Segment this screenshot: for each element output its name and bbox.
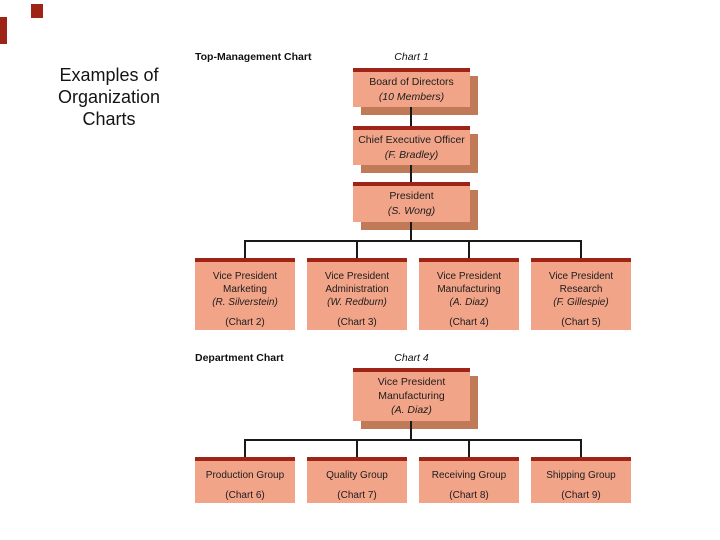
- org-box-chart-ref: (Chart 4): [449, 317, 489, 328]
- org-box-role: Vice President: [548, 271, 614, 282]
- org-box-production-group: Production Group (Chart 6): [195, 457, 295, 503]
- org-box-role: Vice President: [324, 271, 390, 282]
- org-box-title: Chief Executive Officer: [358, 134, 465, 146]
- org-box-subtitle: (S. Wong): [387, 205, 436, 217]
- org-box-president: President (S. Wong): [353, 182, 470, 222]
- slide-title-line: Examples of: [59, 65, 159, 85]
- org-box-chart-ref: (Chart 7): [337, 490, 377, 501]
- left-edge-accent-bar: [0, 17, 7, 44]
- org-box-chart-ref: (Chart 2): [225, 317, 265, 328]
- org-box-dept: Manufacturing: [437, 284, 501, 295]
- org-box-receiving-group: Receiving Group (Chart 8): [419, 457, 519, 503]
- connector-stub-vp3: [468, 240, 470, 258]
- connector-stub-group1: [244, 439, 246, 457]
- org-box-chart-ref: (Chart 8): [449, 490, 489, 501]
- connector-bus-top-chart: [244, 240, 582, 242]
- org-box-dept: Research: [559, 284, 603, 295]
- org-box-chart-ref: (Chart 9): [561, 490, 601, 501]
- connector-stub-group3: [468, 439, 470, 457]
- top-left-accent-square: [31, 4, 43, 18]
- connector-stub-vp1: [244, 240, 246, 258]
- org-box-title: President: [389, 190, 434, 202]
- connector-ceo-president: [410, 165, 412, 182]
- org-box-vp-manufacturing: Vice President Manufacturing (A. Diaz) (…: [419, 258, 519, 330]
- connector-stub-vp2: [356, 240, 358, 258]
- org-box-vp-marketing: Vice President Marketing (R. Silverstein…: [195, 258, 295, 330]
- org-box-quality-group: Quality Group (Chart 7): [307, 457, 407, 503]
- org-box-dept-vp-manufacturing: Vice President Manufacturing (A. Diaz): [353, 368, 470, 421]
- chart1-ref-label: Chart 1: [394, 51, 429, 63]
- org-box-shipping-group: Shipping Group (Chart 9): [531, 457, 631, 503]
- connector-stub-group2: [356, 439, 358, 457]
- org-box-person: (F. Gillespie): [553, 297, 609, 308]
- connector-bus-dept-chart: [244, 439, 582, 441]
- org-box-role: Vice President: [436, 271, 502, 282]
- org-box-person: (A. Diaz): [449, 297, 489, 308]
- org-box-person: (R. Silverstein): [212, 297, 278, 308]
- org-box-title: Receiving Group: [431, 470, 507, 481]
- org-box-role: Vice President: [212, 271, 278, 282]
- connector-president-bus: [410, 222, 412, 242]
- org-box-chart-ref: (Chart 5): [561, 317, 601, 328]
- slide-title-line: Organization: [57, 87, 161, 107]
- org-box-vp-research: Vice President Research (F. Gillespie) (…: [531, 258, 631, 330]
- org-box-role: Vice President: [377, 376, 446, 388]
- slide-title-line: Charts: [82, 109, 136, 129]
- org-box-subtitle: (F. Bradley): [384, 149, 439, 161]
- org-box-person: (A. Diaz): [391, 404, 432, 416]
- top-management-chart-label: Top-Management Chart: [195, 51, 312, 63]
- org-box-dept: Administration: [325, 284, 389, 295]
- slide-title: Examples of Organization Charts: [25, 64, 193, 130]
- org-box-title: Board of Directors: [369, 76, 454, 88]
- org-box-dept: Manufacturing: [378, 390, 445, 402]
- org-box-title: Production Group: [205, 470, 285, 481]
- org-box-dept: Marketing: [223, 284, 267, 295]
- org-box-person: (W. Redburn): [327, 297, 387, 308]
- org-box-board-of-directors: Board of Directors (10 Members): [353, 68, 470, 107]
- connector-deptroot-bus: [410, 421, 412, 440]
- connector-stub-vp4: [580, 240, 582, 258]
- org-box-chart-ref: (Chart 6): [225, 490, 265, 501]
- org-box-title: Shipping Group: [546, 470, 616, 481]
- org-box-subtitle: (10 Members): [378, 91, 445, 103]
- chart4-ref-label: Chart 4: [394, 352, 429, 364]
- connector-board-ceo: [410, 107, 412, 126]
- org-box-chart-ref: (Chart 3): [337, 317, 377, 328]
- org-box-ceo: Chief Executive Officer (F. Bradley): [353, 126, 470, 165]
- connector-stub-group4: [580, 439, 582, 457]
- department-chart-label: Department Chart: [195, 352, 284, 364]
- org-box-title: Quality Group: [326, 470, 388, 481]
- org-box-vp-administration: Vice President Administration (W. Redbur…: [307, 258, 407, 330]
